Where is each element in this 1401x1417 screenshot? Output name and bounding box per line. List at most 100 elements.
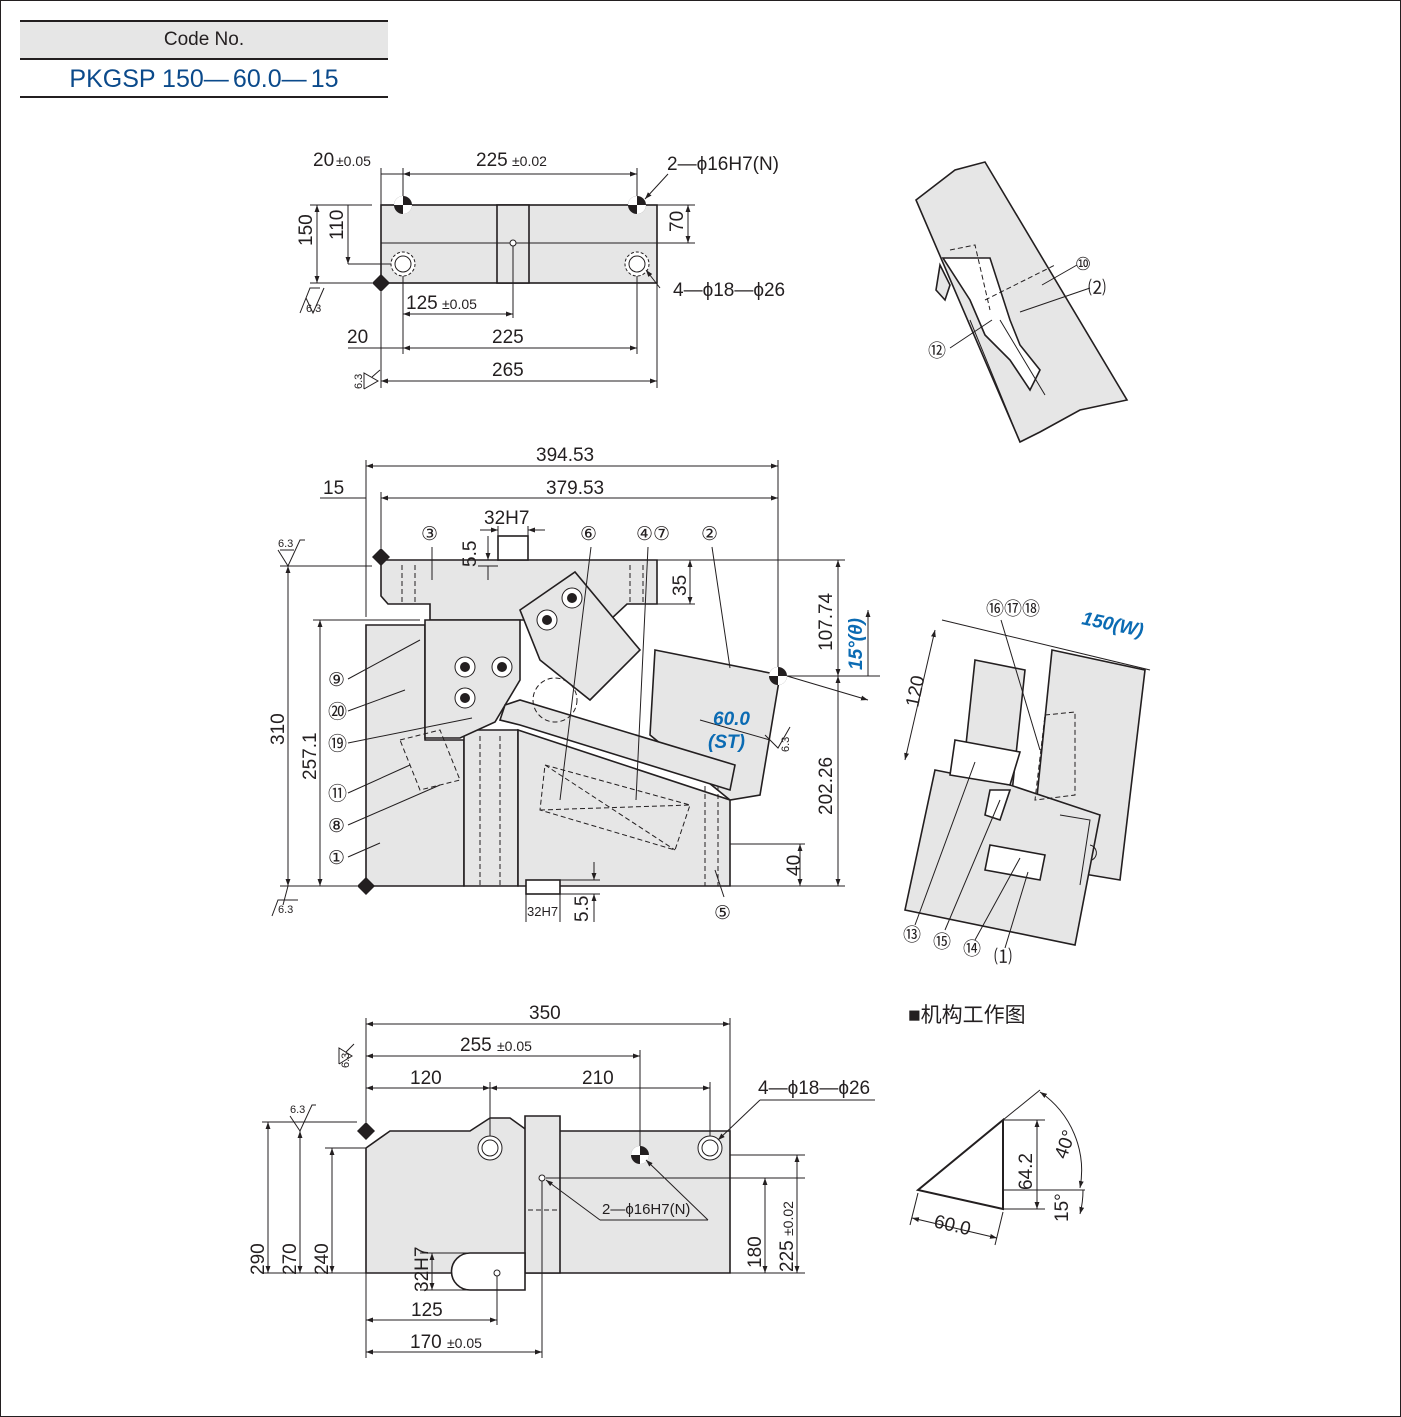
dim-170: 170	[410, 1332, 442, 1353]
dim-125: 125	[411, 1300, 443, 1321]
dim-394: 394.53	[536, 445, 594, 466]
dim-225-tol: ±0.02	[512, 153, 547, 169]
dim-5-5b: 5.5	[572, 896, 593, 922]
mechanism-dim-64: 64.2	[1016, 1153, 1037, 1190]
mechanism-diagram: ■机构工作图 64.2 40° 15° 60.0	[908, 1004, 1085, 1246]
center-hole-icon	[509, 239, 517, 247]
dim-125: 125	[406, 293, 438, 314]
dim-265: 265	[492, 360, 524, 381]
detail-b-block-13	[949, 739, 1022, 786]
detail-b-label-21: ⑴	[994, 947, 1012, 967]
dim-255-tol: ±0.05	[497, 1038, 532, 1054]
part-label-19: ⑲	[328, 733, 347, 755]
dowel-hole-icon	[631, 1146, 649, 1164]
part-label-8: ⑧	[328, 816, 345, 837]
dim-210: 210	[582, 1068, 614, 1089]
dim-32h7: 32H7	[484, 508, 529, 529]
part-label-9: ⑨	[328, 670, 345, 691]
bolt-icon	[454, 587, 583, 709]
dim-150: 150	[296, 214, 317, 246]
part-label-11: ⑪	[328, 783, 347, 805]
detail-b: 120 ⑯⑰⑱ 150(W) ⑬ ⑮ ⑭ ⑴	[902, 599, 1151, 967]
upper-plate-3	[380, 559, 658, 621]
bottom-view: 350 255 ±0.05 120 210 4—ϕ18—ϕ26 2—ϕ16H7(…	[248, 1003, 875, 1358]
roughness-label-b: 6.3	[278, 904, 293, 916]
dim-202: 202.26	[816, 757, 837, 815]
dim-35: 35	[670, 575, 691, 596]
dowel-hole-label: 2—ϕ16H7(N)	[667, 154, 779, 175]
part-label-4-7: ④⑦	[636, 524, 670, 545]
bolt-hole-label: 4—ϕ18—ϕ26	[758, 1078, 870, 1099]
dim-350: 350	[529, 1003, 561, 1024]
dim-225-tol: ±0.02	[780, 1201, 796, 1236]
detail-b-label-top: ⑯⑰⑱	[986, 599, 1040, 619]
dim-270: 270	[280, 1243, 301, 1275]
dim-70: 70	[667, 211, 688, 232]
part-label-2: ②	[701, 524, 718, 545]
datum-marker-icon	[357, 1122, 375, 1140]
dim-257: 257.1	[300, 732, 321, 780]
bolt-hole-icon	[477, 1135, 723, 1161]
detail-a-key	[941, 257, 1041, 392]
dowel-hole-icon	[394, 196, 646, 214]
dim-15deg: 15°(θ)	[846, 618, 867, 670]
part-label-20: ⑳	[328, 701, 347, 723]
dim-310: 310	[268, 713, 289, 745]
dim-110: 110	[327, 210, 348, 240]
dim-180: 180	[745, 1236, 766, 1268]
driver-19	[424, 619, 521, 739]
roughness-icon	[289, 1043, 355, 1133]
dim-5-5: 5.5	[460, 541, 481, 567]
top-view: 20 ±0.05 225 ±0.02 2—ϕ16H7(N) 70 150 110…	[296, 150, 785, 390]
code-box: Code No. PKGSP 150— 60.0— 15	[20, 20, 388, 98]
part-label-3: ③	[421, 524, 438, 545]
dowel-hole-icon	[769, 667, 787, 685]
detail-a: ⑩ ⑵ ⑫	[915, 161, 1129, 444]
dim-225: 225	[476, 150, 508, 171]
roughness-label-a: 6.3	[278, 538, 293, 550]
dim-255: 255	[460, 1035, 492, 1056]
lower-slot	[525, 879, 561, 895]
dim-20: 20	[313, 150, 334, 171]
detail-a-label-10: ⑩	[1075, 254, 1091, 274]
dim-15: 15	[323, 478, 344, 499]
slide-block-2	[649, 649, 781, 801]
datum-marker-icon	[372, 274, 390, 292]
dim-225: 225	[777, 1240, 798, 1272]
detail-b-label-14: ⑭	[963, 939, 981, 959]
mechanism-triangle	[915, 1117, 1004, 1211]
bolt-hole-label: 4—ϕ18—ϕ26	[673, 280, 785, 301]
detail-b-label-13: ⑬	[903, 925, 921, 945]
datum-marker-icon	[357, 877, 375, 895]
upper-slot	[497, 535, 529, 561]
roughness-label-a: 6.3	[340, 1053, 352, 1068]
dim-40: 40	[784, 855, 805, 876]
part-label-6: ⑥	[580, 524, 597, 545]
dim-32h7b: 32H7	[527, 904, 558, 919]
code-label: Code No.	[20, 20, 388, 60]
dim-st2: (ST)	[708, 732, 745, 753]
dim-32h7-bottom: 32H7	[412, 1247, 433, 1292]
detail-b-dim-120: 120	[902, 674, 929, 709]
driver-column	[463, 729, 519, 887]
detail-a-label-22: ⑵	[1088, 278, 1106, 298]
detail-b-width: 150(W)	[1080, 608, 1145, 641]
mechanism-dim-60: 60.0	[932, 1211, 973, 1240]
part-label-1: ①	[328, 848, 345, 869]
roughness-icon	[299, 287, 381, 390]
detail-b-block-14	[984, 844, 1046, 881]
detail-b-label-15: ⑮	[933, 932, 951, 952]
dim-st: 60.0	[713, 709, 750, 730]
roughness-label-c: 6.3	[780, 737, 792, 752]
mechanism-dim-15deg: 15°	[1052, 1193, 1073, 1222]
dim-240: 240	[312, 1243, 333, 1275]
roughness-label-b: 6.3	[290, 1104, 305, 1116]
dim-225b: 225	[492, 327, 524, 348]
part-label-5: ⑤	[714, 903, 731, 924]
detail-a-plate	[915, 161, 1129, 444]
dim-107: 107.74	[816, 592, 837, 651]
dim-379: 379.53	[546, 478, 604, 499]
roughness-label-b: 6.3	[353, 374, 365, 389]
roughness-label-a: 6.3	[306, 303, 321, 315]
